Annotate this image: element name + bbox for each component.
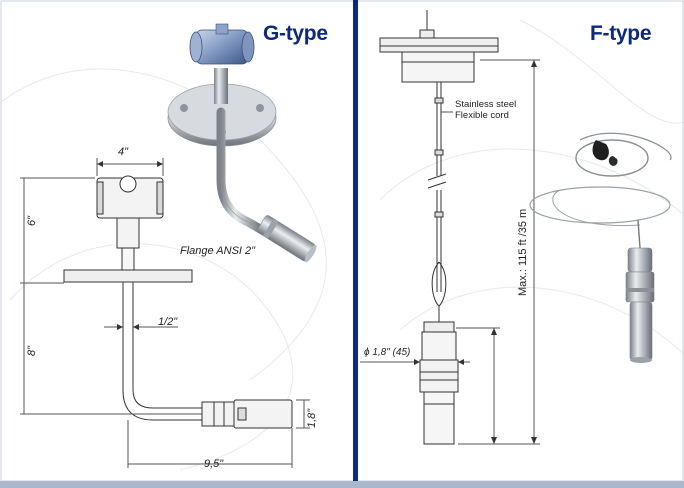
- g-probe-diameter-label: 1,8": [306, 408, 318, 428]
- diameter-symbol: ϕ: [364, 347, 370, 358]
- g-probe: [201, 401, 235, 427]
- f-type-product-image: [529, 132, 672, 363]
- f-cord-label-line1: Stainless steel: [455, 99, 517, 110]
- f-probe-diameter-label: 1,8" (45): [372, 347, 411, 358]
- f-cord-label-line2: Flexible cord: [455, 110, 509, 121]
- g-type-drawing: [20, 158, 310, 468]
- g-type-title: G-type: [263, 22, 328, 45]
- g-width-label: 4": [118, 146, 129, 158]
- g-type-transmitter-head: [189, 23, 255, 65]
- g-length-label: 9,5": [204, 458, 224, 470]
- f-max-length-label: Max.: 115 ft /35 m: [517, 208, 529, 296]
- g-type-product-image: [167, 23, 317, 263]
- g-flange-label: Flange ANSI 2": [180, 245, 256, 257]
- g-height-label: 6": [26, 215, 38, 226]
- f-type-drawing: [360, 10, 540, 445]
- f-probe-diameter: ϕ 1,8" (45): [364, 347, 410, 358]
- f-probe: [423, 321, 455, 333]
- f-type-title: F-type: [590, 22, 652, 45]
- background-swirls: [0, 19, 684, 471]
- g-pipe-diameter-label: 1/2": [158, 316, 178, 328]
- f-cable-coil: [575, 139, 649, 177]
- g-lower-height-label: 8": [26, 345, 38, 356]
- g-flange: [63, 269, 193, 283]
- bottom-bar: [0, 481, 684, 488]
- f-flange-top: [379, 37, 499, 53]
- panel-divider: [353, 0, 358, 482]
